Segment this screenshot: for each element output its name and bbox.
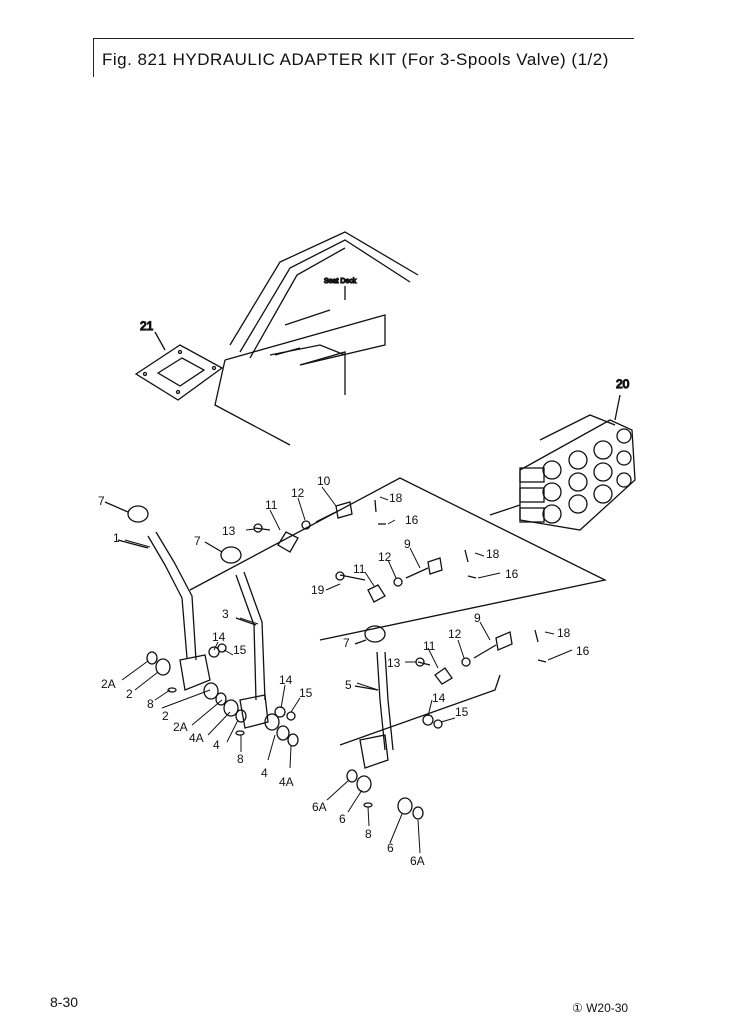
callout-16: 16 (505, 567, 519, 581)
callout-19: 19 (311, 583, 325, 597)
callout-15: 15 (455, 705, 469, 719)
callout-5: 5 (345, 678, 352, 692)
callout-18: 18 (557, 626, 571, 640)
callout-11: 11 (353, 562, 366, 576)
callout-9: 9 (404, 537, 411, 551)
callout-14: 14 (279, 673, 293, 687)
callout-12: 12 (378, 550, 392, 564)
callout-16: 16 (576, 644, 590, 658)
callout-12: 12 (291, 486, 305, 500)
leader-7b (204, 541, 223, 553)
leader-7a (104, 501, 129, 513)
callout-13: 13 (387, 656, 401, 670)
callout-13: 13 (222, 524, 236, 538)
callout-2: 2 (126, 687, 133, 701)
rod-assembly-upper (253, 499, 386, 553)
callout-9: 9 (474, 611, 481, 625)
callout-7: 7 (98, 494, 105, 508)
callout-8: 8 (237, 752, 244, 766)
seat-deck-frame (214, 231, 419, 446)
callout-8: 8 (365, 827, 372, 841)
callout-8: 8 (147, 697, 154, 711)
callout-18: 18 (486, 547, 500, 561)
callout-11: 11 (265, 498, 278, 512)
callout-4: 4 (261, 766, 268, 780)
callout-16: 16 (405, 513, 419, 527)
part-20-control-valve (519, 394, 636, 531)
callout-7: 7 (343, 636, 350, 650)
callout-10: 10 (317, 474, 331, 488)
lever-1 (117, 505, 197, 661)
callout-2A: 2A (101, 677, 116, 691)
figure-title: Fig. 821 HYDRAULIC ADAPTER KIT (For 3-Sp… (102, 50, 609, 69)
seat-deck-label: Seat Deck (324, 278, 357, 285)
title-frame (93, 38, 634, 77)
callout-11: 11 (423, 639, 436, 653)
lever-bases (179, 654, 389, 769)
callout-15: 15 (233, 643, 247, 657)
callout-6A: 6A (312, 800, 327, 814)
callout-labels: 7 1 7 3 7 5 2A 2 2 2A 4A 4 4 4A 6A 6 6 6… (98, 474, 590, 868)
rod-assembly-lower (415, 629, 547, 685)
callout-2A: 2A (173, 720, 188, 734)
callout-15: 15 (299, 686, 313, 700)
callout-4: 4 (213, 738, 220, 752)
lever-5 (354, 625, 394, 751)
callout-18: 18 (389, 491, 403, 505)
callout-21: 21 (140, 319, 154, 333)
lever-3 (220, 546, 266, 701)
callout-3: 3 (222, 607, 229, 621)
callout-6A: 6A (410, 854, 425, 868)
callout-1: 1 (113, 531, 120, 545)
callout-2: 2 (162, 709, 169, 723)
callout-14: 14 (212, 630, 226, 644)
callout-20: 20 (616, 377, 630, 391)
callout-4A: 4A (279, 775, 294, 789)
part-21-plate (134, 331, 224, 401)
callout-6: 6 (387, 841, 394, 855)
rod-assembly-middle (335, 549, 477, 603)
callout-12: 12 (448, 627, 462, 641)
bracket-plate-outline (189, 477, 607, 746)
callout-14: 14 (432, 691, 446, 705)
callout-7: 7 (194, 534, 201, 548)
callout-6: 6 (339, 812, 346, 826)
bushings-and-collars (146, 643, 443, 820)
callout-4A: 4A (189, 731, 204, 745)
drawing-code: ① W20-30 (572, 1001, 629, 1015)
leader-lines (121, 486, 573, 854)
leader-7c (354, 639, 367, 645)
page-number: 8-30 (50, 994, 79, 1010)
